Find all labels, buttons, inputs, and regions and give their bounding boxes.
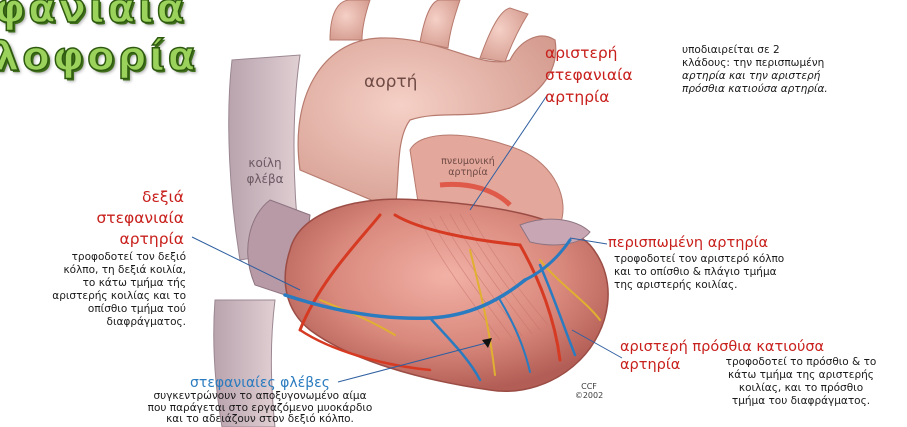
veins-desc-line: και το αδειάζουν στον δεξιό κόλπο. (60, 414, 460, 426)
title-line-2: λοφορία (0, 34, 198, 80)
left-coronary-desc-line: υποδιαιρείται σε 2 (682, 44, 828, 57)
veins-desc-line: συγκεντρώνουν το αποξυγονωμένο αίμα (60, 391, 460, 403)
right-coronary-title: δεξιά στεφανιαία αρτηρία (52, 187, 184, 250)
right-coronary-desc-line: τροφοδοτεί τον δεξιό (6, 251, 186, 264)
circumflex-desc: τροφοδοτεί τον αριστερό κόλπο και το οπί… (614, 253, 784, 292)
left-coronary-desc-line: αρτηρία και την αριστερή (682, 70, 828, 83)
title-line-1: φανιαία (0, 0, 187, 32)
lad-title-line-1: αριστερή πρόσθια κατιούσα (620, 338, 824, 356)
right-coronary-desc-line: διαφράγματος. (6, 316, 186, 329)
lad-desc-line: τροφοδοτεί το πρόσθιο & το (698, 356, 904, 369)
lad-desc: τροφοδοτεί το πρόσθιο & το κάτω τμήμα τη… (698, 356, 904, 408)
left-coronary-desc: υποδιαιρείται σε 2 κλάδους: την περισπωμ… (682, 44, 828, 96)
circumflex-title: περισπωμένη αρτηρία (608, 234, 768, 252)
aorta-label: αορτή (364, 72, 417, 92)
right-coronary-desc-line: το κάτω τμήμα τής (6, 277, 186, 290)
lad-title-line-2: αρτηρία (620, 356, 680, 374)
right-coronary-desc: τροφοδοτεί τον δεξιό κόλπο, τη δεξιά κοι… (6, 251, 186, 329)
left-coronary-desc-line: πρόσθια κατιούσα αρτηρία. (682, 83, 828, 96)
left-coronary-title-line: αρτηρία (545, 86, 633, 108)
circumflex-desc-line: και το οπίσθιο & πλάγιο τμήμα (614, 266, 784, 279)
right-coronary-title-line: στεφανιαία (52, 208, 184, 229)
lad-desc-line: κάτω τμήμα της αριστερής (698, 369, 904, 382)
copyright-mark: CCF ©2002 (572, 382, 606, 400)
right-coronary-desc-line: αριστερής κοιλίας και το (6, 290, 186, 303)
right-coronary-title-line: δεξιά (52, 187, 184, 208)
lad-desc-line: τμήμα του διαφράγματος. (698, 395, 904, 408)
left-coronary-title-line: αριστερή (545, 42, 633, 64)
vena-cava-label: κοίλη φλέβα (243, 155, 287, 187)
aorta-branch-1 (330, 0, 370, 40)
circumflex-desc-line: της αριστερής κοιλίας. (614, 279, 784, 292)
aorta-branch-2 (420, 0, 460, 48)
right-coronary-desc-line: κόλπο, τη δεξιά κοιλία, (6, 264, 186, 277)
lad-desc-line: κοιλίας, και το πρόσθιο (698, 382, 904, 395)
left-coronary-title-line: στεφανιαία (545, 64, 633, 86)
right-coronary-desc-line: οπίσθιο τμήμα τού (6, 303, 186, 316)
veins-desc: συγκεντρώνουν το αποξυγονωμένο αίμα που … (60, 391, 460, 426)
right-coronary-title-line: αρτηρία (52, 229, 184, 250)
left-coronary-desc-line: κλάδους: την περισπωμένη (682, 57, 828, 70)
circumflex-desc-line: τροφοδοτεί τον αριστερό κόλπο (614, 253, 784, 266)
pulmonary-artery-label: πνευμονική αρτηρία (430, 156, 506, 178)
left-coronary-title: αριστερή στεφανιαία αρτηρία (545, 42, 633, 108)
